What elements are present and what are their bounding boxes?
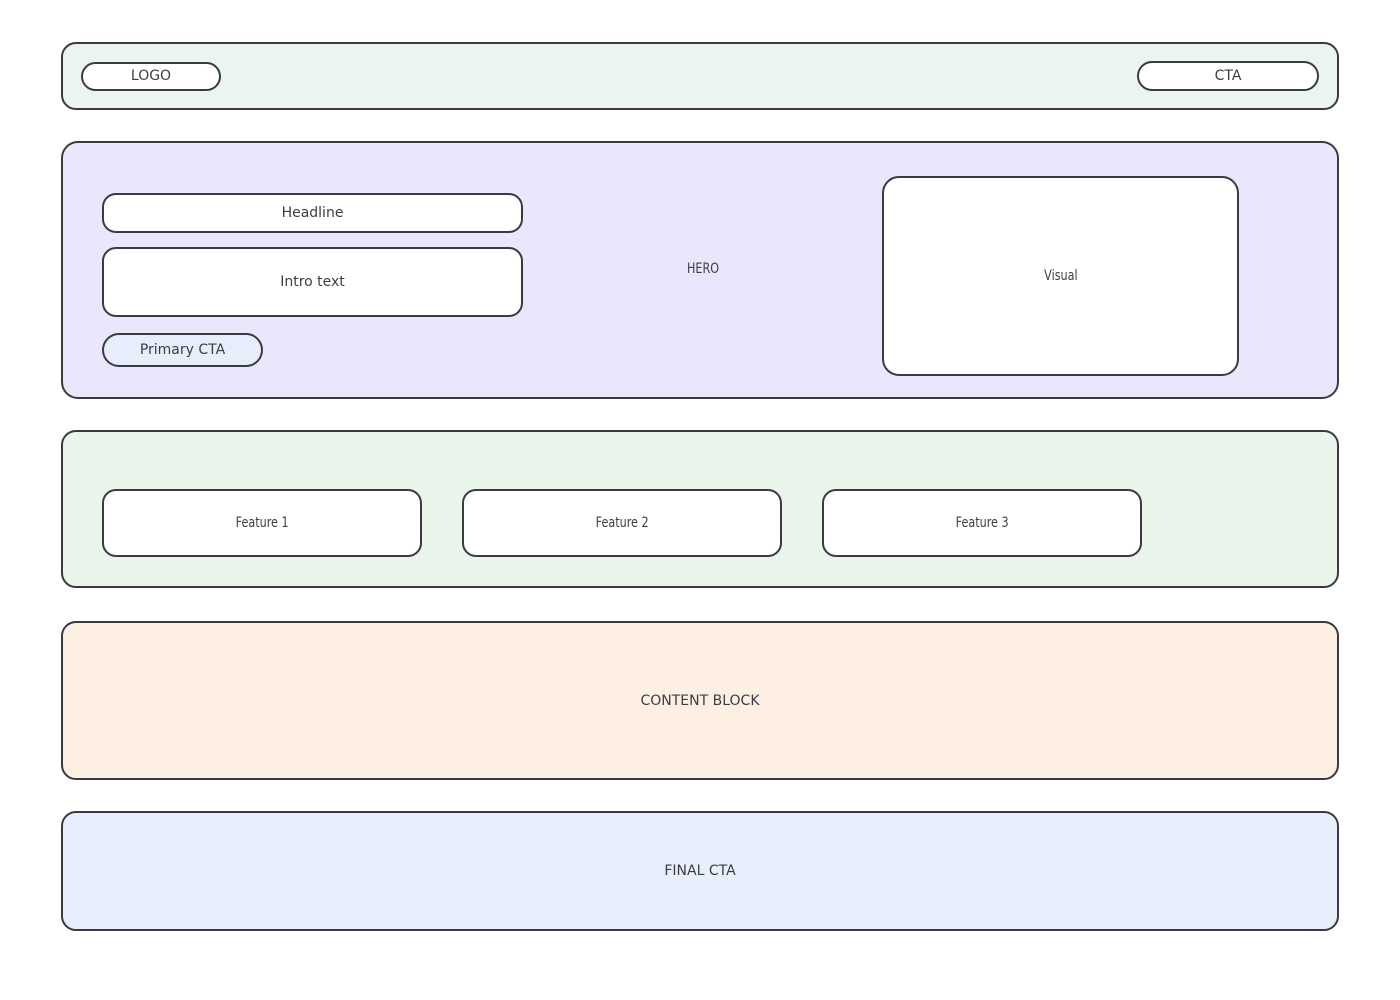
feature-1-label: Feature 1 bbox=[235, 515, 289, 531]
feature-card-1: Feature 1 bbox=[102, 489, 422, 557]
header-cta-button[interactable]: CTA bbox=[1137, 61, 1319, 91]
primary-cta-button[interactable]: Primary CTA bbox=[102, 333, 263, 367]
content-block-section: CONTENT BLOCK bbox=[61, 621, 1339, 780]
feature-3-label: Feature 3 bbox=[955, 515, 1009, 531]
final-cta-section[interactable]: FINAL CTA bbox=[61, 811, 1339, 931]
feature-card-3: Feature 3 bbox=[822, 489, 1142, 557]
headline-label: Headline bbox=[281, 205, 344, 221]
headline-placeholder: Headline bbox=[102, 193, 523, 233]
logo-label: LOGO bbox=[130, 68, 172, 84]
hero-section: Headline Intro text Primary CTA HERO Vis… bbox=[61, 141, 1339, 399]
feature-2-label: Feature 2 bbox=[595, 515, 649, 531]
primary-cta-label: Primary CTA bbox=[139, 342, 226, 358]
hero-visual-placeholder: Visual bbox=[882, 176, 1239, 376]
header-cta-label: CTA bbox=[1214, 68, 1242, 84]
intro-text-label: Intro text bbox=[280, 274, 345, 290]
feature-card-2: Feature 2 bbox=[462, 489, 782, 557]
intro-text-placeholder: Intro text bbox=[102, 247, 523, 317]
hero-section-label: HERO bbox=[686, 261, 720, 277]
top-bar: LOGO CTA bbox=[61, 42, 1339, 110]
features-section: Feature 1 Feature 2 Feature 3 bbox=[61, 430, 1339, 588]
visual-label: Visual bbox=[1043, 268, 1078, 284]
final-cta-label: FINAL CTA bbox=[664, 863, 736, 879]
content-block-label: CONTENT BLOCK bbox=[640, 692, 760, 709]
logo[interactable]: LOGO bbox=[81, 61, 221, 91]
